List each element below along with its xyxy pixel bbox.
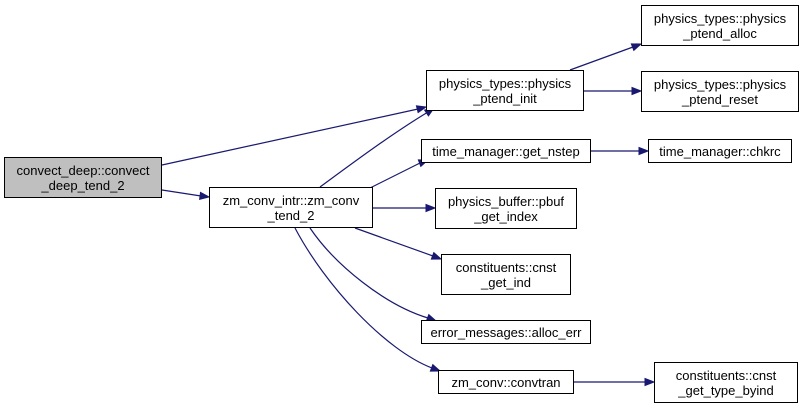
arrowhead-physics-ptend-init [415,105,428,114]
edge-zm-conv-tend-2-to-convtran [294,227,433,369]
arrowhead-zm-conv-tend-2 [199,191,211,201]
node-label-line2: _ptend_reset [682,91,758,107]
node-physics-ptend-reset[interactable]: physics_types::physics _ptend_reset [641,71,799,112]
node-label-line2: _get_type_byind [678,382,774,398]
node-zm-conv-tend-2[interactable]: zm_conv_intr::zm_conv _tend_2 [209,187,373,228]
node-convect-deep-tend-2: convect_deep::convect _deep_tend_2 [4,157,162,198]
node-label-line2: _tend_2 [267,207,315,223]
edge-zm-conv-tend-2-to-get-nstep [369,162,421,189]
node-label-line1: error_messages::alloc_err [430,324,582,340]
arrowhead-convtran [429,363,442,372]
node-label-line2: _deep_tend_2 [41,177,125,193]
node-cnst-get-ind[interactable]: constituents::cnst _get_ind [441,254,571,295]
node-label-line2: _ptend_alloc [683,25,757,41]
node-physics-ptend-init[interactable]: physics_types::physics _ptend_init [426,70,584,111]
node-label-line1: physics_buffer::pbuf [447,193,565,209]
node-chkrc[interactable]: time_manager::chkrc [648,139,792,163]
node-label-line1: zm_conv::convtran [451,374,561,390]
node-label-line2: _ptend_init [473,90,537,106]
node-label-line2: _get_ind [481,274,531,290]
arrowhead-pbuf-get-index [425,203,437,213]
node-label-line1: constituents::cnst [455,259,557,275]
node-label-line1: physics_types::physics [438,75,572,91]
node-pbuf-get-index[interactable]: physics_buffer::pbuf _get_index [435,188,577,229]
node-label-line1: physics_types::physics [653,10,787,26]
arrowhead-cnst-get-ind [430,251,443,260]
edge-zm-conv-tend-2-to-cnst-get-ind [354,227,434,257]
arrowhead-cnst-get-type-byind [644,377,656,387]
node-label-line1: zm_conv_intr::zm_conv [222,192,360,208]
node-label-line1: constituents::cnst [675,367,777,383]
node-cnst-get-type-byind[interactable]: constituents::cnst _get_type_byind [654,362,798,403]
arrowhead-chkrc [638,146,650,156]
edge-zm-conv-tend-2-to-alloc-err [309,227,429,319]
node-label-line1: time_manager::get_nstep [432,143,580,159]
node-alloc-err[interactable]: error_messages::alloc_err [421,320,591,344]
edge-convect-deep-tend-2-to-zm-conv-tend-2 [161,189,202,197]
node-label-line2: _get_index [474,208,538,224]
node-convtran[interactable]: zm_conv::convtran [438,370,574,394]
node-physics-ptend-alloc[interactable]: physics_types::physics _ptend_alloc [641,5,799,46]
edge-physics-ptend-init-to-physics-ptend-alloc [569,46,634,71]
edge-zm-conv-tend-2-to-physics-ptend-init [319,111,429,188]
node-get-nstep[interactable]: time_manager::get_nstep [421,139,591,163]
edge-convect-deep-tend-2-to-physics-ptend-init [161,108,419,166]
node-label-line1: physics_types::physics [653,76,787,92]
arrowhead-physics-ptend-alloc [630,43,643,52]
arrowhead-physics-ptend-reset [631,86,643,96]
node-label-line1: time_manager::chkrc [659,143,781,159]
node-label-line1: convect_deep::convect [16,162,150,178]
